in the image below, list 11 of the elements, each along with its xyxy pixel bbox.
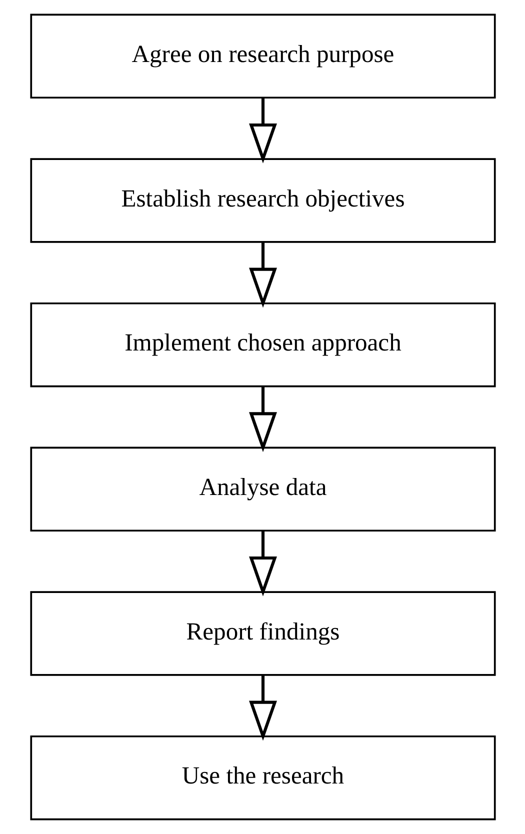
node-box: Report findings	[30, 591, 496, 676]
node-box: Agree on research purpose	[30, 14, 496, 99]
arrow	[248, 386, 276, 452]
arrow	[248, 242, 276, 308]
node-box: Use the research	[30, 735, 496, 820]
arrow	[248, 675, 276, 741]
arrow	[248, 98, 276, 164]
node-box: Analyse data	[30, 446, 496, 532]
node-box: Implement chosen approach	[30, 302, 496, 388]
node-box: Establish research objectives	[30, 158, 496, 243]
arrow	[248, 530, 276, 596]
